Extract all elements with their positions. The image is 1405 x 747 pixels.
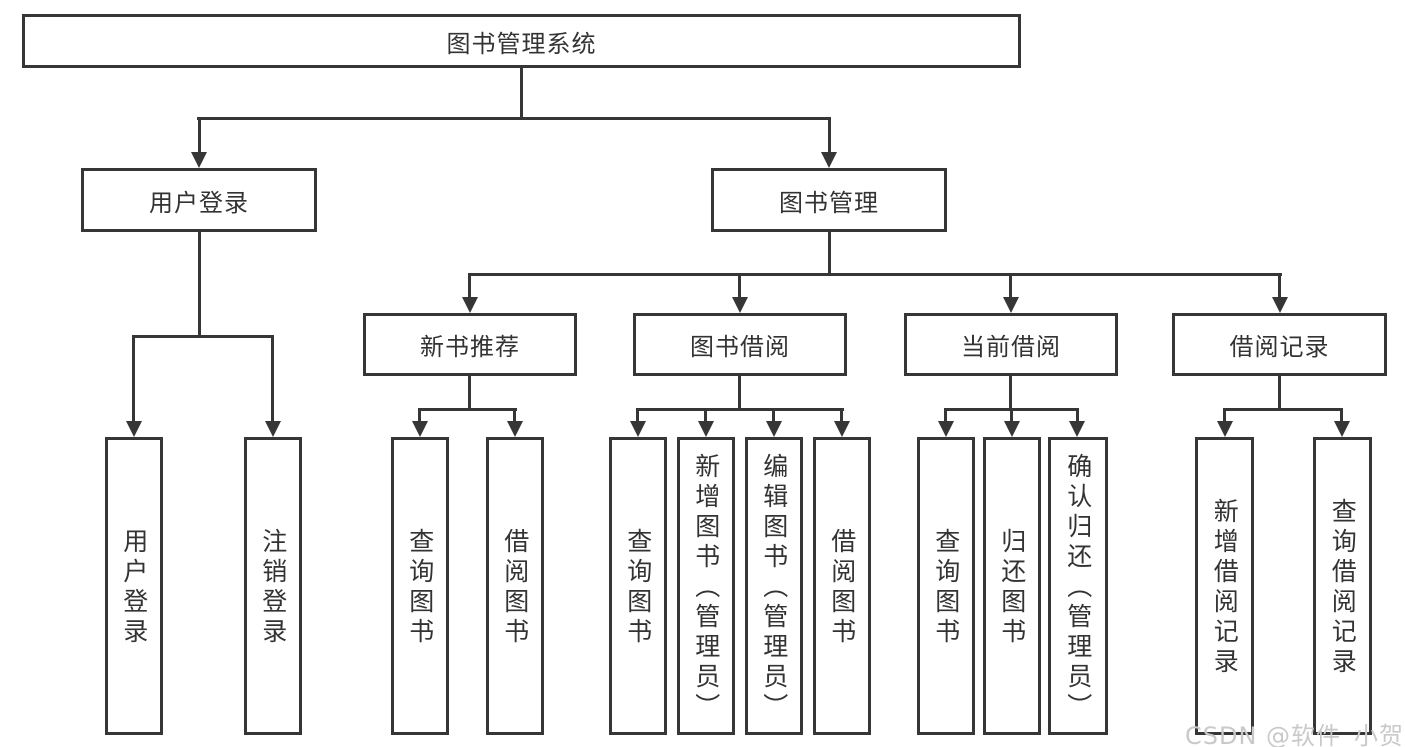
arrow-down-icon <box>1003 297 1019 313</box>
connector-line <box>198 117 201 153</box>
connector-line <box>1010 408 1013 423</box>
node-label: 借阅记录 <box>1229 333 1330 361</box>
connector-line <box>1223 408 1226 423</box>
connector-line <box>197 117 831 120</box>
node-label: 用户登录 <box>149 188 249 217</box>
node-label: 查询图书 <box>931 528 961 648</box>
node-label: 归还图书 <box>997 528 1027 648</box>
arrow-down-icon <box>412 421 428 437</box>
arrow-down-icon <box>462 297 478 313</box>
arrow-down-icon <box>766 421 782 437</box>
arrow-down-icon <box>630 421 646 437</box>
connector-line <box>132 335 135 422</box>
node-label: 用户登录 <box>119 528 149 648</box>
node-label: 查询图书 <box>623 528 653 648</box>
connector-line <box>772 408 775 423</box>
node-label: 当前借阅 <box>961 333 1061 361</box>
arrow-down-icon <box>834 421 850 437</box>
connector-line <box>1223 408 1343 411</box>
node-label: 借阅图书 <box>500 528 530 648</box>
connector-line <box>1278 273 1281 299</box>
leaf-user-login: 用户登录 <box>105 437 163 735</box>
arrow-down-icon <box>191 152 207 168</box>
arrow-down-icon <box>821 152 837 168</box>
arrow-down-icon <box>265 421 281 437</box>
node-label: 查询借阅记录 <box>1328 498 1358 678</box>
leaf-query-books-borrow: 查询图书 <box>609 437 667 735</box>
leaf-borrow-books-recommend: 借阅图书 <box>486 437 544 735</box>
connector-line <box>513 408 516 423</box>
arrow-down-icon <box>507 421 523 437</box>
node-label: 图书管理 <box>779 188 879 217</box>
connector-line <box>468 376 471 408</box>
node-label: 图书借阅 <box>690 333 790 361</box>
node-book-borrow: 图书借阅 <box>633 313 847 376</box>
connector-line <box>1340 408 1343 423</box>
connector-line <box>418 408 421 423</box>
node-label: 新增借阅记录 <box>1210 498 1240 678</box>
connector-line <box>828 232 831 273</box>
connector-line <box>828 117 831 153</box>
leaf-query-borrow-record: 查询借阅记录 <box>1313 437 1372 735</box>
node-book-management: 图书管理 <box>711 168 947 232</box>
connector-line <box>944 408 947 423</box>
connector-line <box>271 335 274 422</box>
csdn-watermark: CSDN @软件_小贺同学 <box>1185 722 1405 747</box>
arrow-down-icon <box>938 421 954 437</box>
arrow-down-icon <box>1069 421 1085 437</box>
arrow-down-icon <box>126 421 142 437</box>
leaf-query-books-recommend: 查询图书 <box>391 437 449 735</box>
connector-line <box>636 408 844 411</box>
connector-line <box>840 408 843 423</box>
connector-line <box>1009 273 1012 299</box>
connector-line <box>468 273 471 299</box>
connector-line <box>468 273 1282 276</box>
connector-line <box>1009 376 1012 408</box>
connector-line <box>132 335 274 338</box>
connector-line <box>738 376 741 408</box>
node-new-book-recommend: 新书推荐 <box>363 313 577 376</box>
node-label: 借阅图书 <box>827 528 857 648</box>
arrow-down-icon <box>698 421 714 437</box>
leaf-borrow-books: 借阅图书 <box>813 437 871 735</box>
connector-line <box>1278 376 1281 408</box>
arrow-down-icon <box>1217 421 1233 437</box>
node-current-borrow: 当前借阅 <box>904 313 1118 376</box>
connector-line <box>198 232 201 335</box>
node-label: 新书推荐 <box>420 333 520 361</box>
arrow-down-icon <box>732 297 748 313</box>
node-label: 新增图书（管理员） <box>691 453 721 723</box>
node-label: 查询图书 <box>405 528 435 648</box>
arrow-down-icon <box>1334 421 1350 437</box>
connector-line <box>1076 408 1079 423</box>
node-borrow-records: 借阅记录 <box>1172 313 1387 376</box>
node-library-system: 图书管理系统 <box>22 14 1021 68</box>
connector-line <box>704 408 707 423</box>
leaf-add-books-admin: 新增图书（管理员） <box>677 437 735 735</box>
node-label: 确认归还（管理员） <box>1063 453 1093 723</box>
leaf-edit-books-admin: 编辑图书（管理员） <box>745 437 803 735</box>
arrow-down-icon <box>1272 297 1288 313</box>
connector-line <box>636 408 639 423</box>
leaf-add-borrow-record: 新增借阅记录 <box>1195 437 1254 735</box>
leaf-return-books: 归还图书 <box>983 437 1041 735</box>
node-label: 图书管理系统 <box>446 29 597 58</box>
arrow-down-icon <box>1004 421 1020 437</box>
leaf-logout: 注销登录 <box>244 437 302 735</box>
leaf-query-books-current: 查询图书 <box>917 437 975 735</box>
leaf-confirm-return-admin: 确认归还（管理员） <box>1048 437 1108 735</box>
connector-line <box>520 68 523 117</box>
node-label: 注销登录 <box>258 528 288 648</box>
connector-line <box>418 408 517 411</box>
node-user-login: 用户登录 <box>81 168 317 232</box>
node-label: 编辑图书（管理员） <box>759 453 789 723</box>
connector-line <box>738 273 741 299</box>
